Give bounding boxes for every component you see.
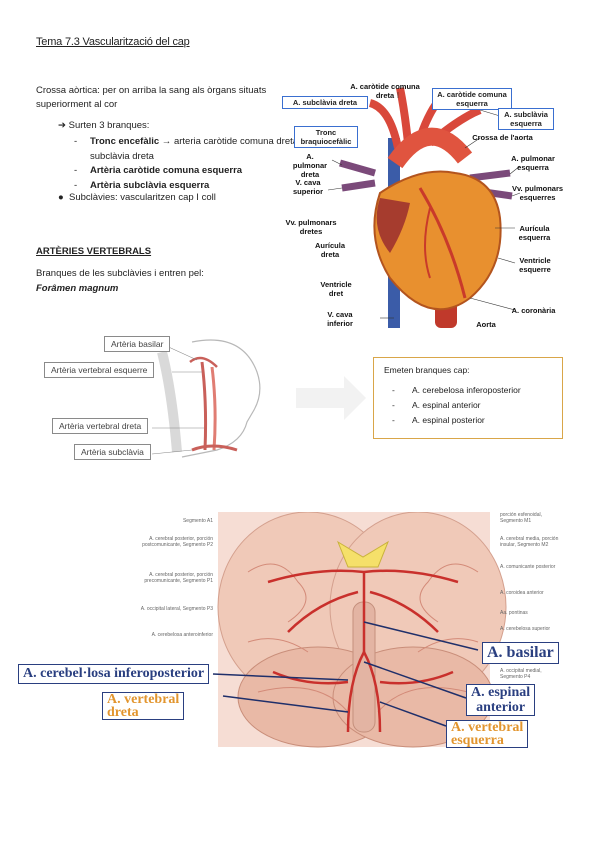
label-line: dreta: [107, 705, 139, 720]
brain-illustration: [212, 512, 507, 748]
label-arteria-vertebral-esquerre: Artèria vertebral esquerre: [44, 362, 155, 378]
label-vertebral-dreta: A. vertebral dreta: [102, 692, 185, 720]
brain-figure: Segmento A1 A. cerebral posterior, porci…: [18, 512, 563, 752]
label-line: anterior: [476, 700, 526, 715]
list-item: A. espinal posterior: [384, 413, 552, 428]
label-espinal-anterior: A. espinal anterior: [466, 684, 536, 716]
foramen-text: Forâmen magnum: [36, 283, 119, 294]
small-label: porción esfenoidal, Segmento M1: [500, 512, 542, 524]
label-pulmonar-esquerra: A. pulmonar esquerra: [511, 154, 555, 172]
branch-name: Tronc encefàlic: [90, 136, 160, 147]
label-crossa-aorta: Crossa de l'aorta: [472, 133, 533, 142]
arrow-right-icon: [296, 376, 366, 420]
subclavies-bullet: ● Subclàvies: vascularitzen cap I coll: [58, 192, 216, 203]
list-item: A. cerebelosa inferoposterior: [384, 383, 552, 398]
intro-text: Crossa aòrtica: per on arriba la sang al…: [36, 85, 267, 110]
label-ventricle-dret: Ventricle dret: [320, 280, 352, 298]
list-item: A. espinal anterior: [384, 398, 552, 413]
label-cava-inferior: V. cava inferior: [327, 310, 353, 328]
label-tronc-braquiocefalic: Tronc braquiocefàlic: [294, 126, 358, 148]
label-line: A. vertebral: [451, 720, 524, 735]
label-subclavia-dreta: A. subclàvia dreta: [282, 96, 368, 109]
label-carotide-esquerra: A. caròtide comuna esquerra: [432, 88, 512, 110]
branches-box-title: Emeten branques cap:: [384, 365, 470, 375]
label-vv-pulm-esquerres: Vv. pulmonars esquerres: [511, 184, 564, 202]
label-arteria-vertebral-dreta: Artèria vertebral dreta: [52, 418, 149, 434]
list-item: Artèria caròtide comuna esquerra: [74, 164, 304, 179]
list-item: Artèria subclàvia esquerra: [74, 179, 304, 194]
label-carotide-dreta: A. caròtide comuna dreta: [350, 82, 420, 100]
small-label: A. comunicante posterior: [500, 564, 556, 570]
branch-name: Artèria subclàvia esquerra: [90, 179, 210, 191]
label-line: esquerra: [451, 733, 504, 748]
branches-intro: ➔ Surten 3 branques:: [58, 120, 149, 131]
list-item: Tronc encefàlic → arteria caròtide comun…: [74, 135, 304, 164]
small-label: A. occipital medial, Segmento P4: [500, 668, 542, 680]
label-auricula-esquerra: Aurícula esquerra: [518, 224, 551, 242]
branches-box: Emeten branques cap: A. cerebelosa infer…: [373, 357, 563, 439]
label-vertebral-esquerra: A. vertebral esquerra: [446, 720, 529, 748]
small-label: A. occipital lateral, Segmento P3: [140, 606, 213, 612]
arrow-icon: ➔: [58, 120, 66, 131]
label-subclavia-esquerra: A. subclàvia esquerra: [498, 108, 554, 130]
small-label: A. cerebral media, porción insular, Segm…: [500, 536, 559, 548]
branch-name: Artèria caròtide comuna esquerra: [90, 165, 243, 176]
small-label: A. cerebelosa superior: [500, 626, 551, 632]
page-title: Tema 7.3 Vascularització del cap: [36, 36, 190, 48]
small-label: Aa. pontinas: [500, 610, 528, 616]
small-label: A. coroidea anterior: [500, 590, 544, 596]
branches-box-list: A. cerebelosa inferoposterior A. espinal…: [384, 383, 552, 428]
label-line: A. espinal: [471, 685, 531, 700]
label-line: A. vertebral: [107, 692, 180, 707]
label-cava-superior: V. cava superior: [292, 178, 323, 196]
small-label: A. cerebral posterior, porción postcomun…: [142, 536, 213, 548]
label-auricula-dreta: Aurícula dreta: [314, 241, 345, 259]
label-ventricle-esquerre: Ventricle esquerre: [519, 256, 551, 274]
label-aorta: Aorta: [476, 320, 496, 329]
heart-illustration: [327, 87, 521, 328]
label-pulmonar-dreta: A. pulmonar dreta: [292, 152, 328, 179]
branches-intro-text: Surten 3 branques:: [68, 120, 150, 131]
neck-figure: Artèria basilar Artèria vertebral esquer…: [42, 332, 270, 464]
small-label: A. cerebelosa anteroinferior: [151, 632, 213, 638]
bullet-text: Subclàvies: vascularitzen cap I coll: [69, 192, 216, 203]
label-arteria-subclavia: Artèria subclàvia: [74, 444, 151, 460]
label-vv-pulm-dretes: Vv. pulmonars dretes: [285, 218, 337, 236]
label-cerebelosa-inferoposterior: A. cerebel·losa inferoposterior: [18, 664, 210, 684]
branches-list: Tronc encefàlic → arteria caròtide comun…: [74, 135, 304, 193]
small-label: Segmento A1: [182, 518, 213, 524]
label-arteria-basilar: Artèria basilar: [104, 336, 171, 352]
enter-text: Branques de les subclàvies i entren pel:: [36, 268, 204, 279]
small-label: A. cerebral posterior, porción precomuni…: [144, 572, 213, 584]
label-coronaria: A. coronària: [511, 306, 556, 315]
section-title: ARTÈRIES VERTEBRALS: [36, 246, 152, 257]
label-basilar: A. basilar: [482, 642, 559, 664]
bullet-icon: ●: [58, 192, 70, 203]
branch-detail: → arteria caròtide comuna dreta i subclà…: [90, 136, 303, 162]
heart-figure: A. caròtide comuna dreta A. caròtide com…: [280, 78, 570, 340]
